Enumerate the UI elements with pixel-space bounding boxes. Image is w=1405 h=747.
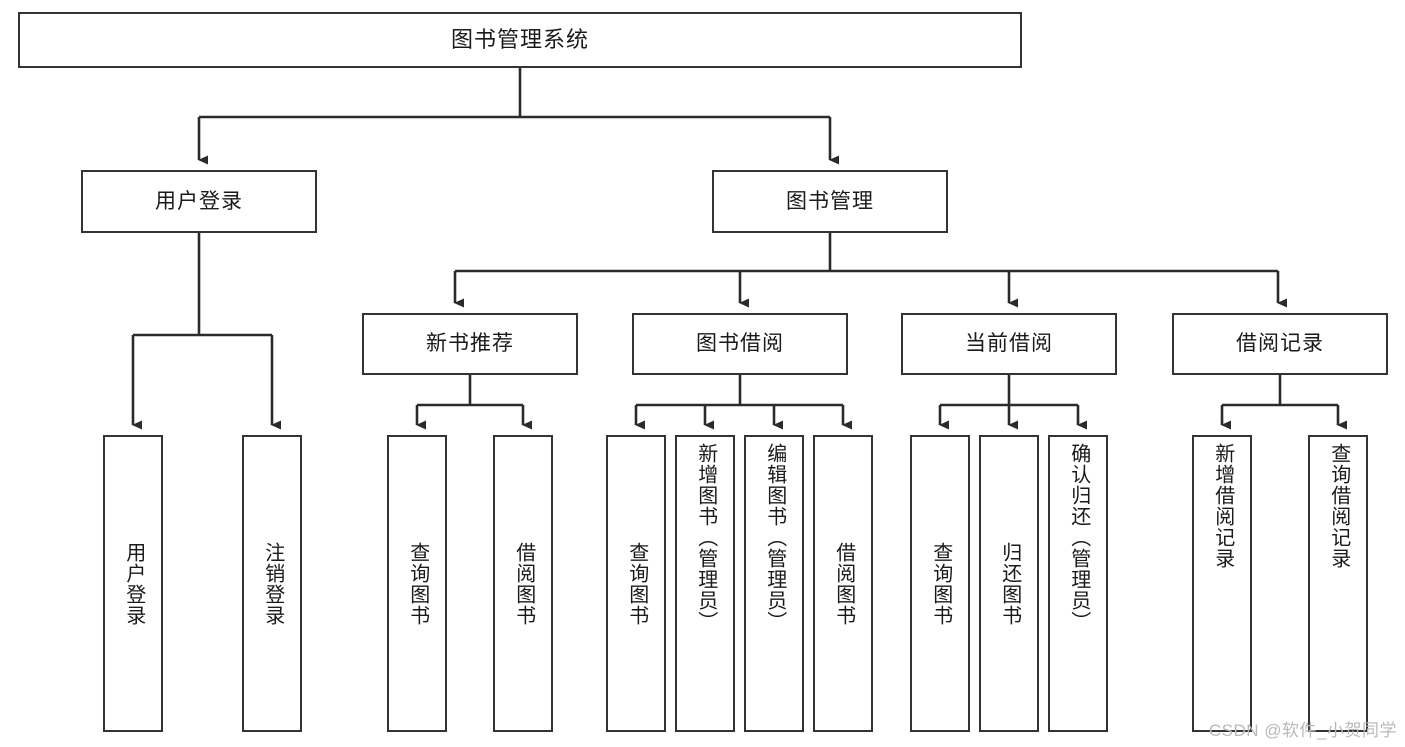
node-label: 图书借阅 [696,332,784,356]
leaf-current-borrow-return-book[interactable]: 归还图书 [979,435,1039,732]
leaf-book-borrow-borrow-book[interactable]: 借阅图书 [813,435,873,732]
node-current-borrow[interactable]: 当前借阅 [901,313,1117,375]
node-label: 新书推荐 [426,332,514,356]
leaf-user-login-login[interactable]: 用户登录 [103,435,163,732]
leaf-current-borrow-confirm-return-admin[interactable]: 确认归还（管理员） [1048,435,1108,732]
leaf-label: 确认归还（管理员） [1067,443,1090,632]
leaf-label: 用户登录 [122,541,145,626]
node-borrow-record[interactable]: 借阅记录 [1172,313,1388,375]
leaf-borrow-record-add-record[interactable]: 新增借阅记录 [1192,435,1252,732]
node-label: 借阅记录 [1236,332,1324,356]
node-label: 当前借阅 [965,332,1053,356]
leaf-label: 注销登录 [261,541,284,626]
node-label: 用户登录 [155,189,243,213]
csdn-watermark: CSDN @软件_小贺同学 [1208,721,1397,740]
leaf-label: 新增图书（管理员） [694,443,717,632]
leaf-user-login-logout[interactable]: 注销登录 [242,435,302,732]
leaf-label: 查询图书 [929,541,952,626]
leaf-label: 编辑图书（管理员） [763,443,786,632]
leaf-label: 借阅图书 [832,541,855,626]
node-label: 图书管理 [786,189,874,213]
leaf-borrow-record-query-record[interactable]: 查询借阅记录 [1308,435,1368,732]
leaf-new-book-query-book[interactable]: 查询图书 [387,435,447,732]
node-book-borrow[interactable]: 图书借阅 [632,313,848,375]
leaf-label: 借阅图书 [512,541,535,626]
leaf-new-book-borrow-book[interactable]: 借阅图书 [493,435,553,732]
node-book-management[interactable]: 图书管理 [712,170,948,233]
node-root-book-management-system[interactable]: 图书管理系统 [18,12,1022,68]
leaf-label: 归还图书 [998,541,1021,626]
node-label: 图书管理系统 [450,26,589,52]
leaf-label: 新增借阅记录 [1211,443,1234,569]
node-new-book-recommend[interactable]: 新书推荐 [362,313,578,375]
leaf-label: 查询图书 [625,541,648,626]
leaf-book-borrow-edit-book-admin[interactable]: 编辑图书（管理员） [744,435,804,732]
leaf-book-borrow-query-book[interactable]: 查询图书 [606,435,666,732]
leaf-current-borrow-query-book[interactable]: 查询图书 [910,435,970,732]
leaf-book-borrow-add-book-admin[interactable]: 新增图书（管理员） [675,435,735,732]
leaf-label: 查询图书 [406,541,429,626]
node-user-login[interactable]: 用户登录 [81,170,317,233]
leaf-label: 查询借阅记录 [1327,443,1350,569]
